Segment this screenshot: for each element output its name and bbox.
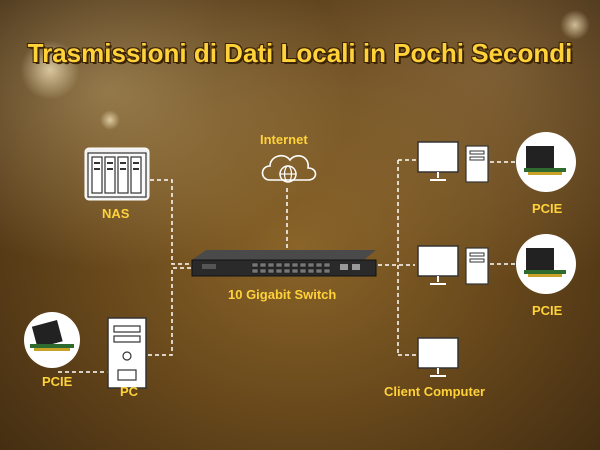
light-flare [20,40,80,100]
pc-tower-icon [107,317,147,389]
switch-icon [191,250,377,277]
monitor-icon [417,337,459,377]
light-flare [100,110,120,130]
monitor-icon [417,245,459,285]
pcie-right-bottom-label: PCIE [532,303,563,318]
connection-lines [58,159,520,373]
pc-link [148,267,195,356]
pcie-card-icon [516,132,576,192]
cloud-globe-icon [261,154,317,183]
pcie-card-icon [24,312,80,368]
nas-icon [84,147,150,201]
light-flare [560,10,590,40]
client-computer-label: Client Computer [384,384,486,399]
monitor-icon [417,141,459,181]
nas-link [150,179,195,265]
nas-label: NAS [102,206,130,221]
internet-label: Internet [260,132,308,147]
pc-tower-icon [465,145,489,183]
pcie-card-icon [516,234,576,294]
pcie-left-label: PCIE [42,374,73,389]
pc-label: PC [120,384,139,399]
switch-label: 10 Gigabit Switch [228,287,337,302]
pc-tower-icon [465,247,489,285]
pcie-right-top-label: PCIE [532,201,563,216]
diagram-title: Trasmissioni di Dati Locali in Pochi Sec… [27,38,573,68]
